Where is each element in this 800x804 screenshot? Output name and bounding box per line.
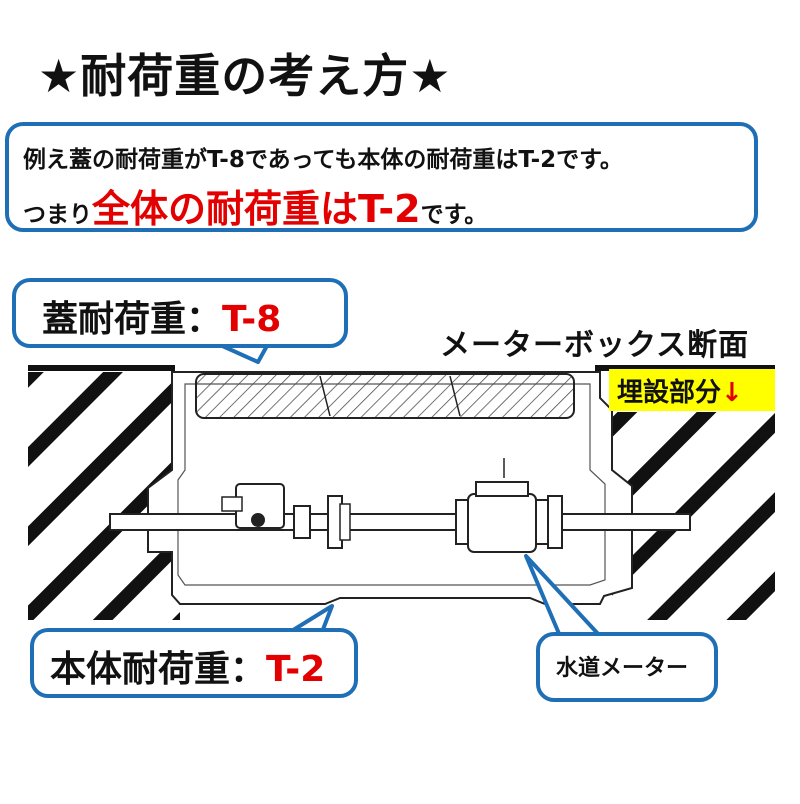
lid-load-label: 蓋耐荷重： xyxy=(42,299,223,340)
soil-right xyxy=(612,412,775,620)
meter-head xyxy=(475,481,529,497)
explanation-suffix: です。 xyxy=(420,202,488,228)
body-load-value: T-2 xyxy=(266,649,326,690)
section-title: メーターボックス断面 xyxy=(440,328,750,363)
water-meter-label: 水道メーター xyxy=(556,656,689,681)
down-arrow-icon: ↓ xyxy=(721,378,743,408)
page-title: ★耐荷重の考え方★ xyxy=(38,49,452,103)
body-load-callout: 本体耐荷重：T-2 xyxy=(30,628,358,698)
lid-load-callout: 蓋耐荷重：T-8 xyxy=(12,278,348,348)
explanation-emphasis: 全体の耐荷重はT-2 xyxy=(92,187,421,231)
explanation-line-2: つまり全体の耐荷重はT-2です。 xyxy=(23,178,740,233)
buried-part-label: 埋設部分↓ xyxy=(609,369,775,411)
flange-right xyxy=(339,503,351,541)
meter-flange-right xyxy=(535,499,549,545)
meter-flange-left xyxy=(455,499,469,545)
buried-part-text: 埋設部分 xyxy=(617,378,722,408)
lid xyxy=(195,373,575,419)
valve-knob xyxy=(251,513,265,527)
soil-left xyxy=(28,372,180,620)
explanation-line-1: 例え蓋の耐荷重がT-8であっても本体の耐荷重はT-2です。 xyxy=(23,147,623,173)
lid-seam-2 xyxy=(449,375,461,417)
body-load-label: 本体耐荷重： xyxy=(50,649,267,690)
coupling-1 xyxy=(293,505,311,539)
meter-flange-right-2 xyxy=(547,495,563,549)
meter-body xyxy=(467,493,537,553)
pipe xyxy=(109,513,691,531)
lid-load-value: T-8 xyxy=(222,299,282,340)
box-inner-wall xyxy=(177,383,606,586)
explanation-prefix: つまり xyxy=(23,202,92,228)
explanation-callout: 例え蓋の耐荷重がT-8であっても本体の耐荷重はT-2です。 つまり全体の耐荷重は… xyxy=(5,122,758,232)
lid-seam-1 xyxy=(319,375,331,417)
valve-handle xyxy=(221,496,243,512)
water-meter-callout: 水道メーター xyxy=(536,632,718,702)
